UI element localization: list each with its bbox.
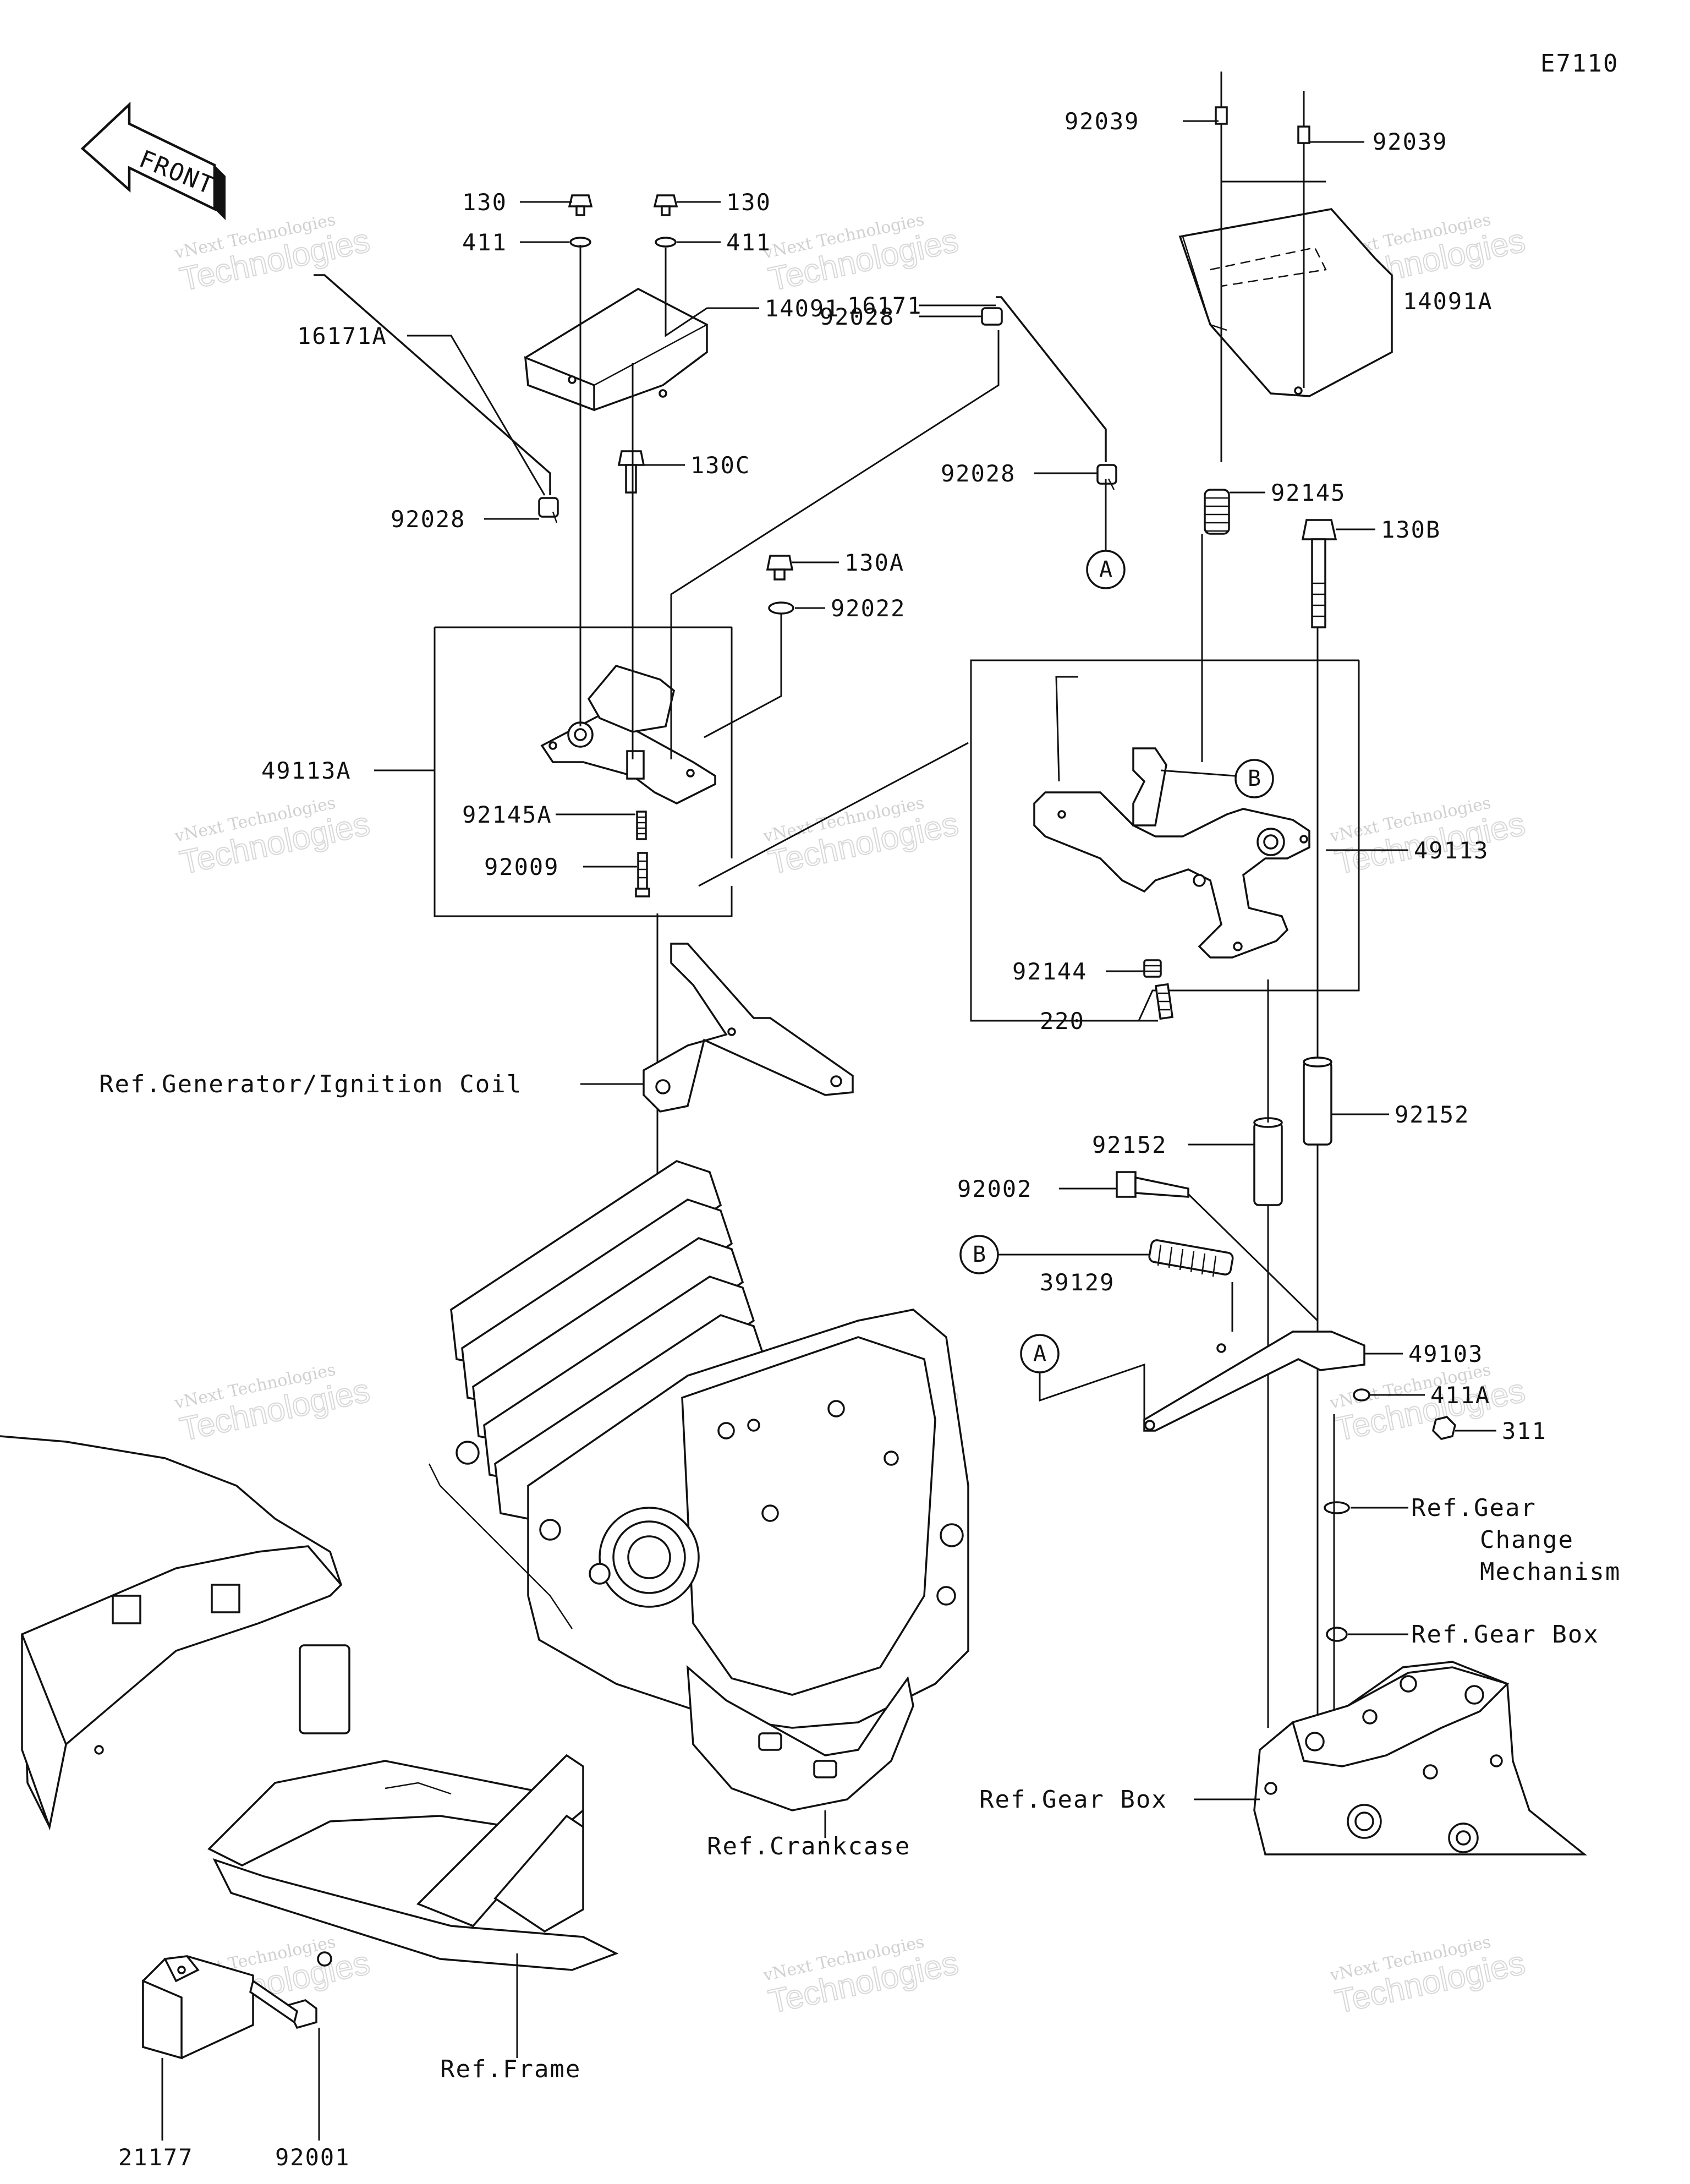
rivet-92039-left-icon (1215, 72, 1228, 125)
rivet-92039-right-icon (1297, 91, 1310, 144)
ref-gear-change-1: Ref.Gear (1411, 1494, 1537, 1522)
label-92028-middle: 92028 (820, 303, 895, 330)
callout-b-top: B (1234, 759, 1274, 798)
bracket-top-line (1055, 676, 1078, 782)
ref-gear-change-3: Mechanism (1480, 1558, 1621, 1586)
diagram-code: E7110 (1540, 50, 1618, 78)
spring-92144-icon (1143, 959, 1162, 978)
reference-labels: Ref.Generator/Ignition Coil Ref.Gear Cha… (99, 1070, 1621, 2083)
ignition-bracket-icon (643, 943, 854, 1113)
label-16171A: 16171A (297, 322, 387, 349)
relay-21177-icon (142, 1955, 254, 2060)
label-130-right: 130 (726, 189, 771, 216)
spacer-92152-right-icon (1303, 1057, 1332, 1146)
label-130A: 130A (844, 549, 904, 576)
bolt-130C-icon (617, 450, 645, 494)
label-130-left: 130 (462, 189, 507, 216)
svg-text:A: A (1099, 557, 1112, 582)
label-92022: 92022 (831, 595, 906, 622)
washer-gear-box-icon (1326, 1627, 1348, 1642)
spring-92145A-icon (636, 811, 647, 840)
ref-frame: Ref.Frame (440, 2055, 581, 2083)
nut-311-icon (1432, 1416, 1456, 1440)
label-130B: 130B (1381, 516, 1441, 543)
ref-gear-box-1: Ref.Gear Box (1411, 1621, 1599, 1649)
label-92145: 92145 (1271, 479, 1346, 506)
rod-link-line (670, 330, 1000, 759)
callout-a-top: A (1086, 550, 1126, 589)
label-16171: 16171 (847, 292, 922, 319)
cover-14091A-icon (1178, 208, 1393, 397)
label-92144: 92144 (1012, 958, 1087, 985)
washer-411-right-icon (655, 237, 677, 248)
rod-16171A-icon (314, 274, 551, 495)
clip-92028-middle-icon (981, 307, 1003, 326)
screw-220-icon (1154, 983, 1174, 1020)
label-92009: 92009 (484, 853, 559, 880)
bolt-line (1187, 1193, 1319, 1322)
spring-39129-icon (1148, 1239, 1234, 1277)
bolt-130-left-icon (568, 194, 593, 216)
label-49103: 49103 (1408, 1340, 1483, 1367)
link-line (698, 742, 969, 887)
label-92001: 92001 (275, 2144, 350, 2171)
cover-14091-icon (524, 287, 708, 412)
part-labels: 92039 92039 130 130 411 411 14091 14091A… (118, 108, 1547, 2171)
engine-crankcase-icon (428, 1160, 969, 1811)
label-130C: 130C (690, 452, 750, 479)
label-49113A: 49113A (261, 757, 352, 784)
svg-text:B: B (1248, 766, 1261, 791)
washer-411A-icon (1353, 1388, 1370, 1402)
label-311: 311 (1502, 1417, 1547, 1444)
bolt-130B-icon (1301, 519, 1337, 628)
label-92039-left: 92039 (1065, 108, 1139, 135)
frame-icon (0, 1435, 619, 1971)
svg-text:A: A (1033, 1341, 1046, 1366)
label-92028-right: 92028 (941, 460, 1016, 487)
callout-a-bottom-line (1039, 1363, 1145, 1420)
bracket-group-49113 (970, 659, 1360, 1022)
clip-92028-right-icon (1096, 464, 1117, 490)
ref-gear-change-2: Change (1480, 1526, 1574, 1554)
label-92039-right: 92039 (1373, 128, 1447, 155)
rod-16171-icon (996, 296, 1107, 462)
bolt-92001-icon (249, 1979, 317, 2029)
label-14091: 14091 (765, 295, 839, 322)
spring-92145-icon (1204, 489, 1230, 535)
screw-92009-icon (635, 852, 650, 897)
gear-box-icon (1253, 1661, 1587, 1855)
label-21177: 21177 (118, 2144, 193, 2171)
label-92002: 92002 (957, 1175, 1032, 1202)
washer-gear-change-icon (1324, 1501, 1350, 1514)
label-14091A: 14091A (1403, 288, 1493, 315)
callout-b-top-line (1160, 769, 1236, 777)
label-220: 220 (1040, 1008, 1085, 1034)
bolt-130A-icon (766, 555, 794, 581)
bolt-130-right-icon (653, 194, 678, 216)
bracket-group-49113A (434, 626, 733, 917)
ref-generator: Ref.Generator/Ignition Coil (99, 1070, 522, 1098)
callout-a-bottom: A (1020, 1334, 1060, 1373)
ref-gear-box-2: Ref.Gear Box (979, 1786, 1167, 1814)
callout-b-bottom: B (959, 1235, 999, 1274)
spacer-92152-left-icon (1253, 1117, 1283, 1206)
bolt-92002-icon (1116, 1171, 1189, 1198)
svg-text:B: B (973, 1242, 986, 1267)
ref-crankcase: Ref.Crankcase (707, 1832, 910, 1860)
label-411A: 411A (1430, 1382, 1490, 1409)
front-arrow-icon: FRONT (80, 101, 226, 220)
clip-92028-left-icon (538, 497, 559, 523)
leader-lines (161, 120, 1496, 2141)
washer-92022-icon (768, 601, 794, 615)
label-411-left: 411 (462, 229, 507, 256)
label-92145A: 92145A (462, 801, 552, 828)
label-92152-left: 92152 (1092, 1131, 1167, 1158)
label-92152-right: 92152 (1395, 1101, 1469, 1128)
label-49113: 49113 (1414, 837, 1489, 864)
label-92028-left: 92028 (391, 506, 465, 533)
label-411-right: 411 (726, 229, 771, 256)
lever-49103-icon (1143, 1331, 1365, 1432)
label-39129: 39129 (1040, 1269, 1115, 1296)
